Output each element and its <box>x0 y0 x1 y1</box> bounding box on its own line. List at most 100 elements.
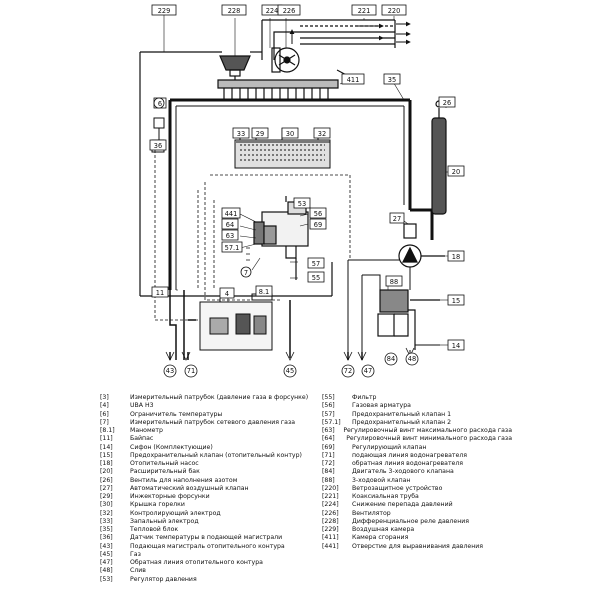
three-way-valve-88 <box>377 289 440 350</box>
expansion-tank-20 <box>431 100 447 215</box>
legend-row: [30] Крышка горелки <box>100 501 312 509</box>
label-27: 27 <box>393 215 401 223</box>
legend-description: Измерительный патрубок сетевого давления… <box>130 418 296 426</box>
legend-description: Байпас <box>130 435 154 443</box>
label-29: 29 <box>256 130 264 138</box>
legend-row: [7] Измерительный патрубок сетевого давле… <box>100 419 312 427</box>
label-43: 43 <box>166 367 174 375</box>
label-30: 30 <box>286 130 294 138</box>
legend-code: [36] <box>100 534 113 542</box>
heat-block-loop <box>168 98 434 290</box>
label-228: 228 <box>228 7 241 15</box>
legend-description: Фильтр <box>352 394 377 401</box>
legend-code: [220] <box>322 484 339 492</box>
legend-description: Газовая арматура <box>352 402 411 410</box>
legend-code: [4] <box>100 402 109 410</box>
legend-description: Регулировочный винт максимального расход… <box>343 427 512 434</box>
leader-lines <box>163 12 458 346</box>
legend-row: [47]Обратная линия отопительного контура <box>100 559 312 567</box>
legend-row: [220] Ветрозащитное устройство <box>322 485 512 493</box>
label-220: 220 <box>388 7 401 15</box>
legend-description: Газ <box>130 550 141 558</box>
combustion-chamber <box>217 79 339 100</box>
legend-code: [7] <box>100 418 109 426</box>
legend-description: Крышка горелки <box>130 501 185 509</box>
gas-valve-56 <box>253 196 309 280</box>
label-36: 36 <box>154 142 162 150</box>
label-14: 14 <box>452 342 460 350</box>
label-53: 53 <box>298 200 306 208</box>
legend-description: Ветрозащитное устройство <box>352 484 443 492</box>
legend-row: [57] Предохранительный клапан 1 <box>322 411 512 419</box>
legend-description: обратная линия водонагревателя <box>352 460 464 467</box>
bottom-arrows <box>165 347 415 361</box>
legend-code: [441] <box>322 542 339 550</box>
legend-description: Контролирующий электрод <box>130 509 221 517</box>
legend-description: подающая линия водонагревателя <box>352 451 467 459</box>
legend-code: [26] <box>100 476 113 484</box>
legend-row: [26]Вентиль для наполнения азотом <box>100 477 312 485</box>
legend-description: Ограничитель температуры <box>130 410 223 418</box>
legend-code: [32] <box>100 509 113 517</box>
label-69: 69 <box>314 221 322 229</box>
label-11: 11 <box>156 289 164 297</box>
legend-code: [224] <box>322 501 339 509</box>
legend-code: [14] <box>100 443 113 451</box>
legend-row: [441] Отверстие для выравнивания давления <box>322 543 512 551</box>
legend-code: [8.1] <box>100 427 115 434</box>
legend-code: [229] <box>322 526 339 533</box>
legend-description: Снижение перепада давлений <box>352 501 453 509</box>
legend-code: [15] <box>100 451 113 459</box>
label-45: 45 <box>286 367 294 375</box>
callout-texts: 229 228 224 226 221 220 411 35 6 36 26 3… <box>154 7 460 375</box>
fan-226 <box>271 47 300 73</box>
label-88: 88 <box>390 278 398 286</box>
legend-description: Предохранительный клапан (отопительный к… <box>130 451 302 459</box>
boiler-schematic: 229 228 224 226 221 220 411 35 6 36 26 3… <box>139 4 465 378</box>
legend-code: [27] <box>100 484 113 492</box>
legend-row: [63] Регулировочный винт максимального ра… <box>322 427 512 435</box>
legend-row: [71]подающая линия водонагревателя <box>322 452 512 460</box>
label-226: 226 <box>283 7 296 15</box>
label-6: 6 <box>158 100 162 108</box>
legend-description: Отопительный насос <box>130 460 199 467</box>
legend-code: [228] <box>322 517 339 525</box>
legend-right-column: [55]Фильтр[56]Газовая арматура[57]Предох… <box>322 394 512 551</box>
legend-row: [20]Расширительный бак <box>100 468 312 476</box>
legend-row: [3]Измерительный патрубок (давление газа… <box>100 394 312 402</box>
legend-code: [56] <box>322 402 335 410</box>
legend-code: [63] <box>322 427 335 434</box>
legend-code: [33] <box>100 517 113 525</box>
legend-description: Слив <box>130 567 146 575</box>
legend-description: Предохранительный клапан 1 <box>352 410 452 418</box>
legend-description: Измерительный патрубок (давление газа в … <box>130 394 309 401</box>
label-55: 55 <box>312 274 320 282</box>
legend-row: [36]Датчик температуры в подающей магист… <box>100 534 312 542</box>
coaxial-flue-pipe <box>261 19 396 60</box>
legend-row: [33] Запальный электрод <box>100 518 312 526</box>
legend-code: [30] <box>100 501 113 509</box>
legend-code: [43] <box>100 542 113 550</box>
legend-description: Отверстие для выравнивания давления <box>352 542 484 550</box>
legend-code: [57.1] <box>322 418 341 426</box>
legend-code: [29] <box>100 493 113 500</box>
legend-code: [72] <box>322 460 335 467</box>
legend-code: [69] <box>322 443 335 451</box>
legend-code: [6] <box>100 410 109 418</box>
legend-row: [35]Тепловой блок <box>100 526 312 534</box>
legend-code: [57] <box>322 410 335 418</box>
legend-description: Воздушная камера <box>352 526 415 533</box>
legend-row: [411]Камера сгорания <box>322 534 512 542</box>
legend-row: [229] Воздушная камера <box>322 526 512 534</box>
legend-code: [64] <box>322 435 335 443</box>
legend-code: [45] <box>100 550 113 558</box>
legend-row: [84]Двигатель 3-ходового клапана <box>322 468 512 476</box>
legend-description: Регулировочный винт минимального расхода… <box>346 435 512 443</box>
label-4: 4 <box>225 290 229 298</box>
legend-description: Запальный электрод <box>130 517 199 525</box>
legend-row: [226]Вентилятор <box>322 510 512 518</box>
label-72: 72 <box>344 367 352 375</box>
label-47: 47 <box>364 367 372 375</box>
label-57: 57 <box>312 260 320 268</box>
legend-code: [47] <box>100 559 113 566</box>
